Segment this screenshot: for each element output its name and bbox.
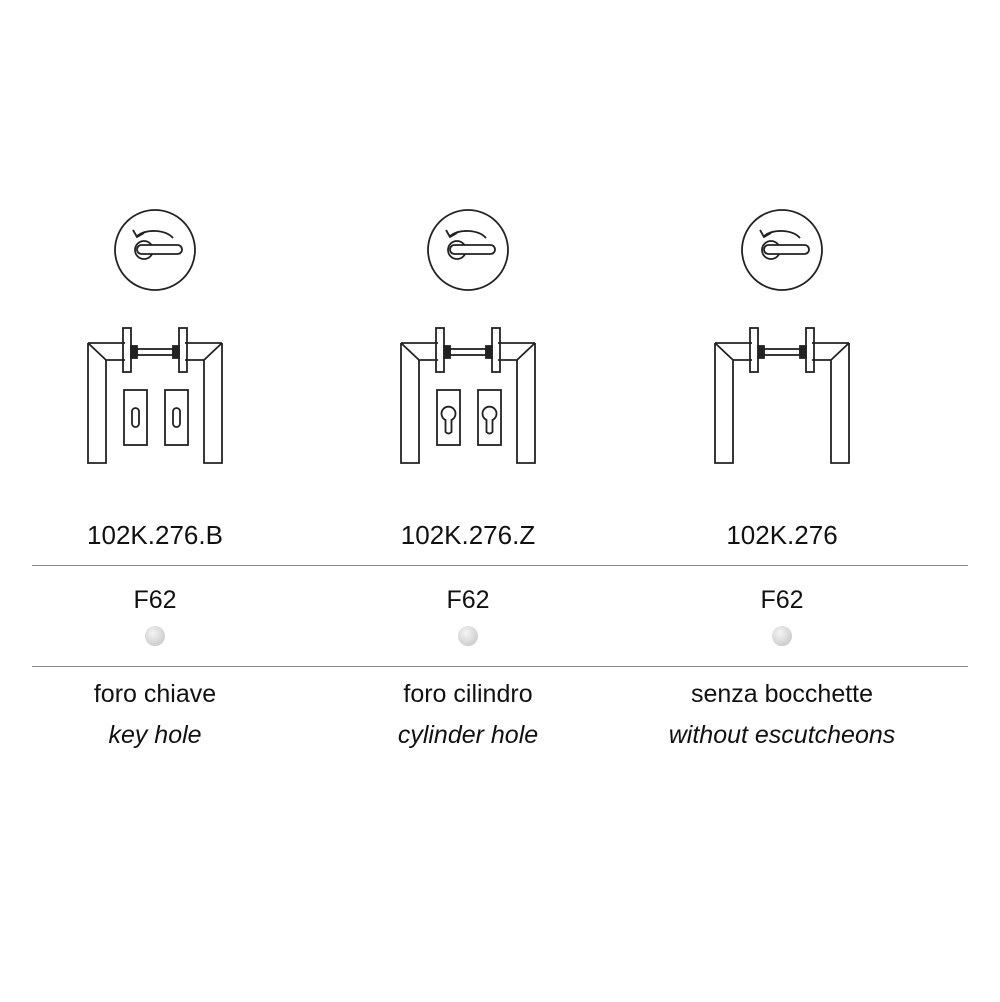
cylinder-hole-icon bbox=[440, 405, 457, 435]
product-column: 102K.276 F62 senza bocchette without esc… bbox=[632, 0, 932, 1002]
label-italian: foro chiave bbox=[93, 680, 217, 708]
finish-swatch bbox=[145, 626, 165, 646]
finish-code: F62 bbox=[133, 586, 177, 614]
rose-left bbox=[749, 327, 759, 373]
finish-swatch bbox=[458, 626, 478, 646]
divider-bottom bbox=[32, 666, 968, 667]
handle-diagram bbox=[714, 209, 850, 464]
product-column: 102K.276.Z F62 foro cilindro cylinder ho… bbox=[318, 0, 618, 1002]
escutcheon-plate bbox=[436, 389, 461, 446]
product-code: 102K.276.B bbox=[87, 520, 223, 550]
product-code: 102K.276.Z bbox=[400, 520, 536, 550]
keyhole-icon bbox=[172, 407, 181, 428]
label-english: cylinder hole bbox=[397, 721, 539, 749]
label-english: without escutcheons bbox=[668, 721, 896, 749]
escutcheon-plate bbox=[123, 389, 148, 446]
rotation-direction-icon bbox=[114, 209, 196, 291]
handle-diagram bbox=[87, 209, 223, 464]
rose-left bbox=[122, 327, 132, 373]
door-section-icon bbox=[400, 327, 536, 464]
rose-right bbox=[805, 327, 815, 373]
divider-top bbox=[32, 565, 968, 566]
finish-code: F62 bbox=[446, 586, 490, 614]
handle-diagram bbox=[400, 209, 536, 464]
finish-swatch bbox=[772, 626, 792, 646]
finish-code: F62 bbox=[760, 586, 804, 614]
rotation-direction-icon bbox=[427, 209, 509, 291]
spindle bbox=[763, 348, 801, 356]
product-column: 102K.276.B F62 foro chiave key hole bbox=[5, 0, 305, 1002]
label-italian: foro cilindro bbox=[403, 680, 533, 708]
product-code: 102K.276 bbox=[726, 520, 838, 550]
escutcheon-plate bbox=[164, 389, 189, 446]
label-italian: senza bocchette bbox=[690, 680, 874, 708]
cylinder-hole-icon bbox=[481, 405, 498, 435]
keyhole-icon bbox=[131, 407, 140, 428]
escutcheon-plate bbox=[477, 389, 502, 446]
door-section-icon bbox=[714, 327, 850, 464]
spindle bbox=[449, 348, 487, 356]
rose-right bbox=[178, 327, 188, 373]
door-section-icon bbox=[87, 327, 223, 464]
spindle bbox=[136, 348, 174, 356]
label-english: key hole bbox=[108, 721, 202, 749]
rotation-direction-icon bbox=[741, 209, 823, 291]
rose-left bbox=[435, 327, 445, 373]
rose-right bbox=[491, 327, 501, 373]
